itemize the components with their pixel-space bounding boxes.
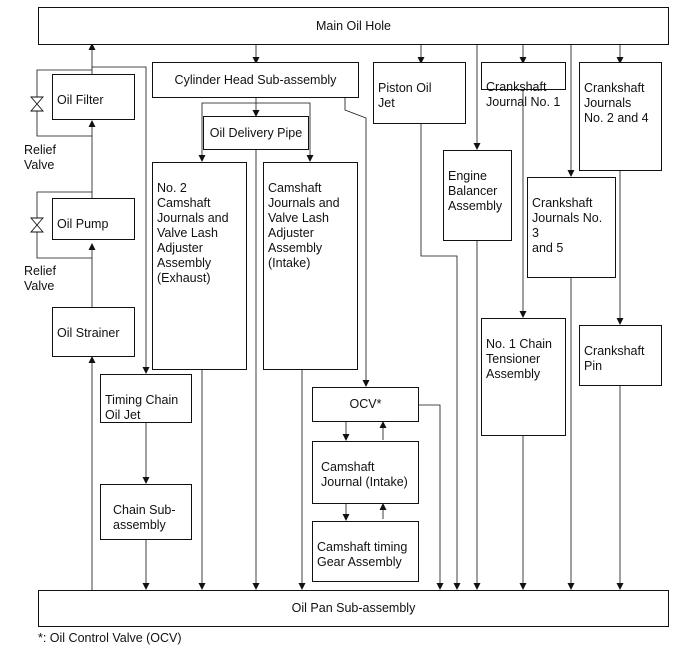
ocv-label: OCV* bbox=[349, 397, 382, 411]
oil-strainer-label: Oil Strainer bbox=[57, 326, 120, 340]
camshaft-journal-intake-label: Camshaft Journal (Intake) bbox=[321, 460, 408, 489]
chain-tensioner-label: No. 1 Chain Tensioner Assembly bbox=[486, 337, 553, 381]
chain-sub-assembly-box: Chain Sub- assembly bbox=[100, 484, 192, 540]
line-pipe-camshaft-intake bbox=[256, 102, 314, 162]
oil-delivery-pipe-label: Oil Delivery Pipe bbox=[209, 125, 303, 140]
chain-tensioner-box: No. 1 Chain Tensioner Assembly bbox=[481, 318, 566, 436]
oil-pump-label: Oil Pump bbox=[57, 217, 109, 231]
timing-chain-oil-jet-box: Timing Chain Oil Jet bbox=[100, 374, 192, 423]
line-pipe-camshaft-exhaust bbox=[198, 102, 256, 162]
engine-balancer-box: Engine Balancer Assembly bbox=[443, 150, 512, 241]
line-head-ocv bbox=[344, 98, 370, 387]
relief-valve-symbol-1 bbox=[30, 96, 44, 112]
crankshaft-pin-label: Crankshaft Pin bbox=[584, 344, 645, 373]
piston-oil-jet-label: Piston Oil Jet bbox=[378, 81, 432, 110]
oil-pump-box: Oil Pump bbox=[52, 198, 135, 240]
crankshaft-journal-1-box: Crankshaft Journal No. 1 bbox=[481, 62, 566, 109]
oil-delivery-pipe-box: Oil Delivery Pipe bbox=[203, 116, 309, 150]
oil-filter-label: Oil Filter bbox=[57, 93, 104, 107]
crankshaft-pin-box: Crankshaft Pin bbox=[579, 325, 662, 386]
main-oil-hole-box: Main Oil Hole bbox=[38, 7, 669, 45]
footnote: *: Oil Control Valve (OCV) bbox=[38, 631, 182, 645]
camshaft-timing-gear-label: Camshaft timing Gear Assembly bbox=[317, 540, 408, 569]
ocv-box: OCV* bbox=[312, 387, 419, 422]
chain-sub-assembly-label: Chain Sub- assembly bbox=[113, 503, 176, 532]
oil-filter-box: Oil Filter bbox=[52, 74, 135, 120]
main-oil-hole-label: Main Oil Hole bbox=[315, 18, 392, 33]
camshaft-timing-gear-box: Camshaft timing Gear Assembly bbox=[312, 521, 419, 582]
crankshaft-journal-1-label: Crankshaft Journal No. 1 bbox=[486, 80, 561, 109]
camshaft-journal-intake-box: Camshaft Journal (Intake) bbox=[312, 441, 419, 504]
engine-balancer-label: Engine Balancer Assembly bbox=[448, 169, 503, 213]
oil-pan-box: Oil Pan Sub-assembly bbox=[38, 590, 669, 627]
line-ocv-pan bbox=[419, 404, 444, 590]
cylinder-head-box: Cylinder Head Sub-assembly bbox=[152, 62, 359, 98]
crankshaft-journals-2-4-box: Crankshaft Journals No. 2 and 4 bbox=[579, 62, 662, 171]
piston-oil-jet-box: Piston Oil Jet bbox=[373, 62, 466, 124]
crankshaft-journals-2-4-label: Crankshaft Journals No. 2 and 4 bbox=[584, 81, 649, 125]
camshaft-journals-exhaust-label: No. 2 Camshaft Journals and Valve Lash A… bbox=[157, 181, 229, 285]
cylinder-head-label: Cylinder Head Sub-assembly bbox=[174, 72, 337, 87]
crankshaft-journals-3-5-box: Crankshaft Journals No. 3 and 5 bbox=[527, 177, 616, 278]
camshaft-journals-intake-box: Camshaft Journals and Valve Lash Adjuste… bbox=[263, 162, 358, 370]
relief-valve-label-1: Relief Valve bbox=[24, 143, 56, 172]
relief-valve-label-2: Relief Valve bbox=[24, 264, 56, 293]
line-to-timing-chain-jet bbox=[92, 66, 150, 374]
crankshaft-journals-3-5-label: Crankshaft Journals No. 3 and 5 bbox=[532, 196, 603, 255]
relief-valve-symbol-2 bbox=[30, 217, 44, 233]
camshaft-journals-intake-label: Camshaft Journals and Valve Lash Adjuste… bbox=[268, 181, 340, 270]
oil-strainer-box: Oil Strainer bbox=[52, 307, 135, 357]
camshaft-journals-exhaust-box: No. 2 Camshaft Journals and Valve Lash A… bbox=[152, 162, 247, 370]
line-piston-jet-pan bbox=[420, 124, 461, 590]
oil-pan-label: Oil Pan Sub-assembly bbox=[291, 601, 416, 615]
timing-chain-oil-jet-label: Timing Chain Oil Jet bbox=[105, 393, 179, 422]
